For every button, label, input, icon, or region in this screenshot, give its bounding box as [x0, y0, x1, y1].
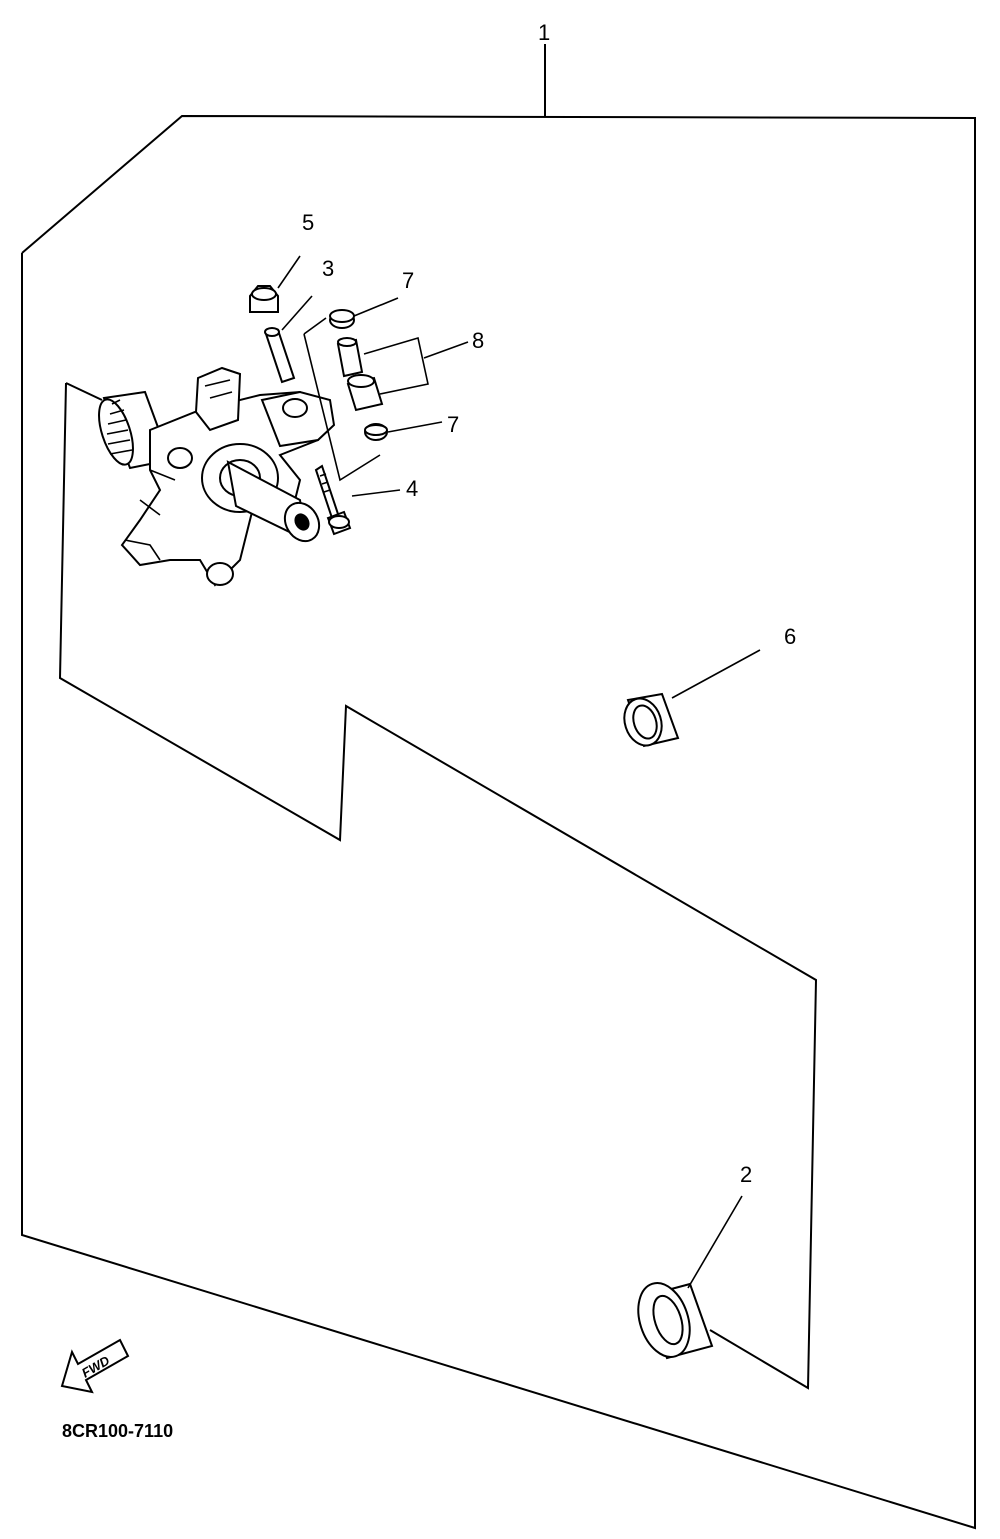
part-3-pin — [264, 295, 313, 384]
callout-1: 1 — [538, 20, 550, 45]
part-7-washer-lower — [364, 421, 443, 441]
housing-arm — [260, 390, 336, 448]
shift-housing-assembly — [98, 366, 336, 587]
part-5-nut — [249, 255, 301, 313]
fwd-arrow-icon: FWD — [60, 1338, 130, 1394]
callout-6: 6 — [784, 624, 796, 649]
diagram-code: 8CR100-7110 — [62, 1421, 173, 1441]
part-4-bolt — [314, 464, 401, 536]
group-bracket — [303, 317, 381, 482]
callout-8: 8 — [472, 328, 484, 353]
callout-2: 2 — [740, 1162, 752, 1187]
assembly-outline — [58, 382, 818, 1390]
part-8-bushings — [336, 336, 469, 412]
callout-5: 5 — [302, 210, 314, 235]
kit-outline — [21, 44, 976, 1530]
callout-3: 3 — [322, 256, 334, 281]
callout-7-lower: 7 — [447, 412, 459, 437]
part-6-bushing — [623, 649, 761, 748]
part-7-washer-upper — [329, 297, 399, 329]
part-2-seal — [637, 1195, 743, 1360]
upper-fork — [194, 366, 242, 432]
callout-4: 4 — [406, 476, 418, 501]
callout-7-upper: 7 — [402, 268, 414, 293]
